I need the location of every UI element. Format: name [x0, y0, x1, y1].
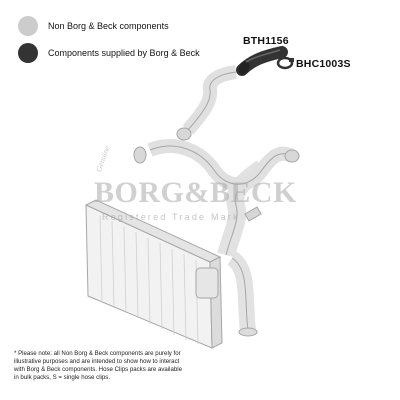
bb-hose [236, 46, 288, 76]
legend-label: Non Borg & Beck components [48, 21, 169, 31]
watermark-logo: BORG&BECK [94, 176, 297, 209]
watermark-tagline: Registered Trade Mark [102, 212, 240, 222]
intercooler [84, 199, 223, 349]
legend-label: Components supplied by Borg & Beck [48, 48, 200, 58]
upper-pipe [176, 65, 238, 141]
legend-swatch-grey [18, 16, 38, 36]
legend-item-bb: Components supplied by Borg & Beck [18, 43, 200, 63]
disclaimer-note: * Please note: all Non Borg & Beck compo… [14, 350, 182, 382]
legend-swatch-dark [18, 43, 38, 63]
hose-clip [276, 56, 294, 70]
hose-part-number: BTH1156 [243, 35, 289, 47]
legend-item-non-bb: Non Borg & Beck components [18, 16, 169, 36]
middle-pipe [133, 139, 300, 222]
clip-part-number: BHC1003S [296, 58, 351, 70]
